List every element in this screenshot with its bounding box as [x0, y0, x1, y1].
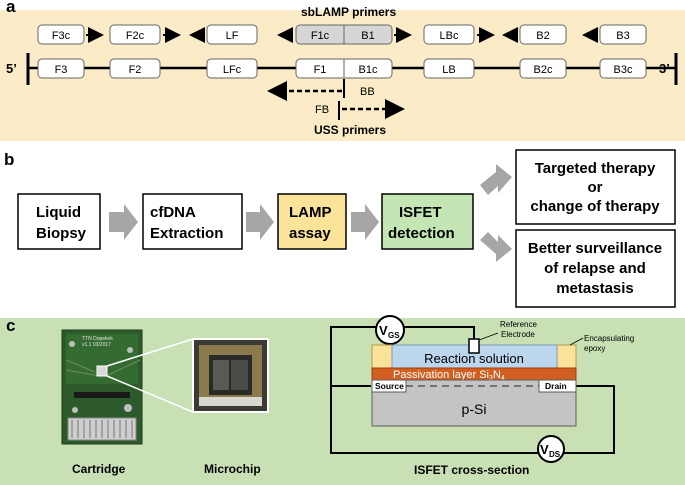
region-b1c-label: B1c	[359, 64, 378, 76]
region-b3c-label: B3c	[614, 64, 633, 76]
primer-b2: B2	[502, 24, 567, 45]
panel-a-letter: a	[6, 0, 16, 16]
primer-f1c-b1: F1c B1	[277, 24, 412, 45]
region-f3-label: F3	[55, 64, 68, 76]
panel-c-letter: c	[6, 316, 15, 335]
vgs-main: V	[379, 323, 388, 338]
primer-b3-label: B3	[616, 30, 629, 42]
sblamp-title: sbLAMP primers	[301, 5, 396, 19]
outcome2-line1: Better surveillance	[528, 240, 662, 257]
passivation-sub1: 3	[489, 375, 493, 382]
region-lb-label: LB	[442, 64, 455, 76]
flow-arrow-up-icon	[480, 164, 512, 195]
cartridge-caption: Cartridge	[72, 462, 126, 476]
board-text-line1: TTN Dopekek	[82, 336, 113, 342]
vds-main: V	[540, 442, 549, 457]
primer-f3c-label: F3c	[52, 30, 71, 42]
microchip-image	[192, 338, 269, 413]
five-prime-label: 5’	[6, 61, 17, 76]
drain-label: Drain	[545, 381, 567, 391]
box-liquid-biopsy: Liquid Biopsy	[17, 193, 101, 250]
board-text-line2: v1.1 03/2017	[82, 342, 111, 348]
outcome1-line2: or	[588, 179, 603, 196]
bb-label: BB	[360, 86, 375, 98]
microchip-caption: Microchip	[204, 462, 261, 476]
region-lfc-label: LFc	[223, 64, 242, 76]
lamp-line2: assay	[289, 225, 331, 242]
primer-lf: LF	[189, 24, 258, 45]
vgs-source-icon	[375, 315, 405, 345]
encapsulating-line1: Encapsulating	[584, 334, 634, 343]
lamp-line1: LAMP	[289, 204, 332, 221]
passivation-n: N	[493, 369, 501, 381]
outcome1-line3: change of therapy	[530, 198, 660, 215]
flow-arrow-icon	[246, 204, 274, 240]
zoom-line-top	[106, 338, 194, 367]
outcome2-line3: metastasis	[556, 280, 634, 297]
flow-arrow-icon	[109, 204, 138, 240]
p-si-label: p-Si	[462, 401, 487, 417]
primer-f1c-label: F1c	[311, 30, 330, 42]
outcome1-line1: Targeted therapy	[535, 160, 656, 177]
primer-lf-label: LF	[226, 30, 239, 42]
fb-label: FB	[315, 104, 329, 116]
reference-line2: Electrode	[501, 330, 535, 339]
primer-lbc: LBc	[423, 24, 495, 45]
primer-b2-label: B2	[536, 30, 549, 42]
region-f1-label: F1	[314, 64, 327, 76]
isfet-caption: ISFET cross-section	[414, 463, 529, 477]
vds-sub: DS	[549, 450, 561, 459]
cfdna-line2: Extraction	[150, 225, 223, 242]
passivation-sub2: 4	[501, 375, 505, 382]
flow-arrow-down-icon	[480, 232, 512, 262]
primer-f2c: F2c	[109, 24, 181, 45]
encapsulating-line2: epoxy	[584, 344, 605, 353]
cfdna-line1: cfDNA	[150, 204, 196, 221]
isfet-line1: ISFET	[399, 204, 442, 221]
uss-primers: BB FB USS primers	[267, 79, 405, 137]
reaction-solution-label: Reaction solution	[424, 351, 524, 366]
strand-regions: F3 F2 LFc F1 B1c LB B2c B3c	[37, 58, 647, 79]
uss-primers-label: USS primers	[314, 123, 386, 137]
vds-source-icon	[537, 435, 565, 463]
box-targeted-therapy: Targeted therapy or change of therapy	[515, 149, 676, 225]
box-isfet-detection: ISFET detection	[381, 193, 474, 250]
liquid-biopsy-line2: Biopsy	[36, 225, 87, 242]
zoom-line-bottom	[106, 375, 194, 413]
three-prime-label: 3’	[659, 61, 670, 76]
vgs-sub: GS	[388, 331, 400, 340]
primer-f3c: F3c	[37, 24, 104, 45]
primer-b1-label: B1	[361, 30, 374, 42]
region-b2c-label: B2c	[534, 64, 553, 76]
primer-lbc-label: LBc	[440, 30, 459, 42]
liquid-biopsy-line1: Liquid	[36, 204, 81, 221]
box-better-surveillance: Better surveillance of relapse and metas…	[515, 229, 676, 308]
reference-electrode-icon	[468, 338, 480, 354]
passivation-label: Passivation layer Si3N4	[393, 369, 505, 382]
cartridge-image: TTN Dopekek v1.1 03/2017	[61, 329, 143, 445]
primer-b3: B3	[582, 24, 647, 45]
primer-f2c-label: F2c	[126, 30, 145, 42]
box-lamp-assay: LAMP assay	[277, 193, 347, 250]
isfet-cross-section: V GS Reaction solution Passivation layer…	[330, 315, 634, 463]
flow-arrow-icon	[351, 204, 379, 240]
box-cfdna-extraction: cfDNA Extraction	[142, 193, 243, 250]
region-f2-label: F2	[129, 64, 142, 76]
isfet-line2: detection	[388, 225, 455, 242]
passivation-main: Passivation layer Si	[393, 369, 489, 381]
outcome2-line2: of relapse and	[544, 260, 646, 277]
panel-b-letter: b	[4, 150, 14, 169]
source-label: Source	[375, 381, 404, 391]
reference-line1: Reference	[500, 320, 537, 329]
